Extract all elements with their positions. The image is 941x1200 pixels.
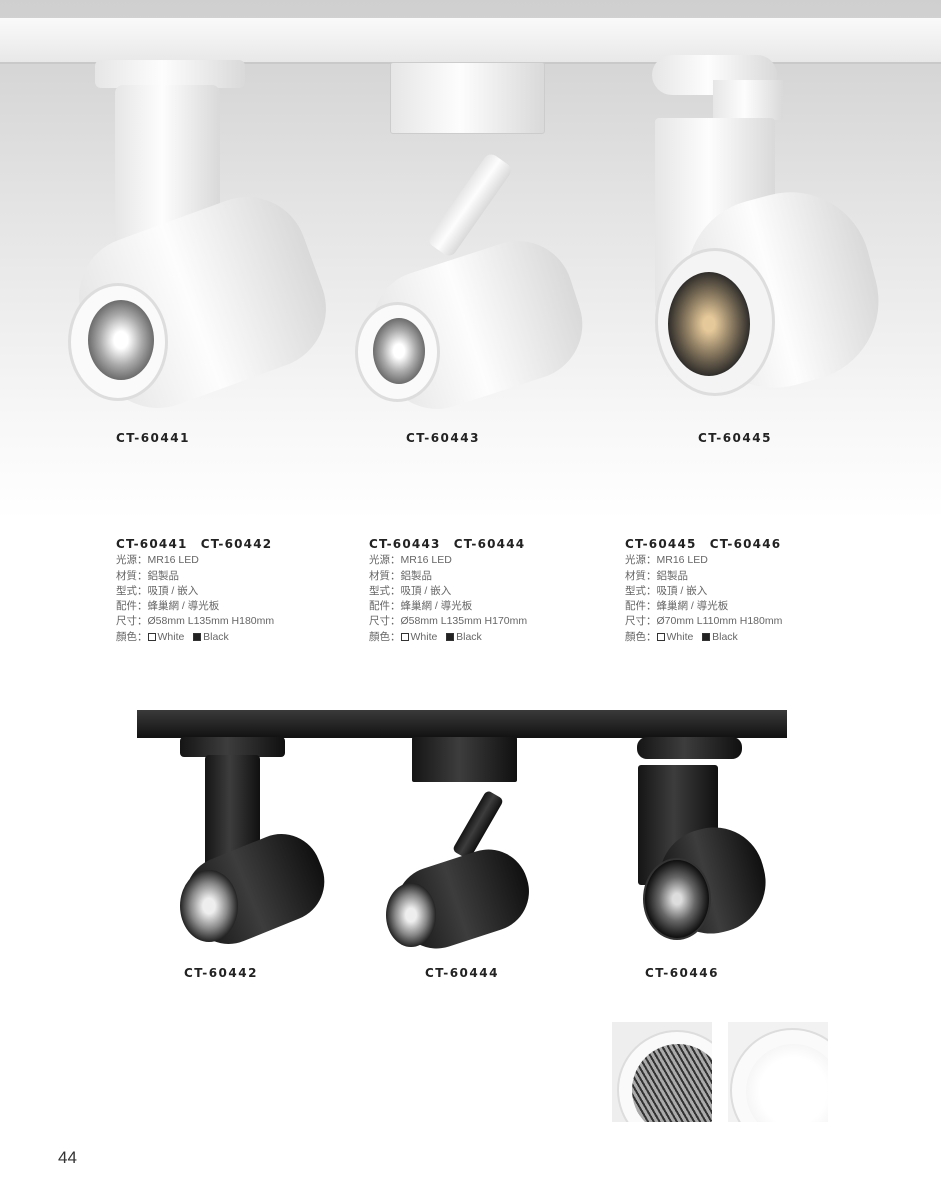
spec-title: CT-60445 CT-60446 — [625, 537, 782, 551]
product-label-top-2: CT-60443 — [406, 431, 480, 445]
color-white: White — [410, 630, 438, 643]
color-black: Black — [456, 630, 482, 643]
light-guide-plate-accessory-image — [728, 1022, 828, 1122]
spec-light: 光源：MR16 LED — [116, 554, 199, 567]
white-track-rail — [0, 18, 941, 64]
spec-color: 顏色： White Black — [625, 630, 782, 645]
color-label: 顏色： — [369, 630, 401, 643]
spec-material: 材質：鋁製品 — [625, 569, 688, 582]
black-track-rail — [137, 710, 787, 738]
spec-type: 型式：吸頂 / 嵌入 — [116, 584, 199, 597]
spec-title: CT-60441 CT-60442 — [116, 537, 273, 551]
spec-block-3: CT-60445 CT-60446 光源：MR16 LED 材質：鋁製品 型式：… — [625, 537, 782, 645]
spec-size: 尺寸：Ø58mm L135mm H180mm — [116, 615, 275, 628]
spec-color: 顏色： White Black — [369, 630, 527, 645]
spec-accessory: 配件：蜂巢網 / 導光板 — [625, 600, 729, 613]
spec-accessory: 配件：蜂巢網 / 導光板 — [116, 600, 220, 613]
spec-material: 材質：鋁製品 — [369, 569, 432, 582]
spec-type: 型式：吸頂 / 嵌入 — [369, 584, 452, 597]
spec-block-2: CT-60443 CT-60444 光源：MR16 LED 材質：鋁製品 型式：… — [369, 537, 527, 645]
black-swatch-icon — [446, 632, 455, 641]
spec-block-1: CT-60441 CT-60442 光源：MR16 LED 材質：鋁製品 型式：… — [116, 537, 274, 645]
color-white: White — [157, 630, 185, 643]
spec-light: 光源：MR16 LED — [625, 554, 708, 567]
product-label-bottom-3: CT-60446 — [645, 966, 719, 980]
spec-accessory: 配件：蜂巢網 / 導光板 — [369, 600, 473, 613]
product-label-top-1: CT-60441 — [116, 431, 190, 445]
page-number: 44 — [58, 1148, 77, 1167]
product-label-top-3: CT-60445 — [698, 431, 772, 445]
spec-size: 尺寸：Ø58mm L135mm H170mm — [369, 615, 528, 628]
product-label-bottom-2: CT-60444 — [425, 966, 499, 980]
spec-type: 型式：吸頂 / 嵌入 — [625, 584, 708, 597]
spec-size: 尺寸：Ø70mm L110mm H180mm — [625, 615, 783, 628]
color-label: 顏色： — [625, 630, 657, 643]
honeycomb-mesh-accessory-image — [612, 1022, 712, 1122]
black-swatch-icon — [193, 632, 202, 641]
color-white: White — [666, 630, 694, 643]
black-swatch-icon — [702, 632, 711, 641]
spec-title: CT-60443 CT-60444 — [369, 537, 526, 551]
color-label: 顏色： — [116, 630, 148, 643]
spec-material: 材質：鋁製品 — [116, 569, 179, 582]
spec-color: 顏色： White Black — [116, 630, 274, 645]
product-label-bottom-1: CT-60442 — [184, 966, 258, 980]
color-black: Black — [203, 630, 229, 643]
spec-light: 光源：MR16 LED — [369, 554, 452, 567]
white-swatch-icon — [400, 632, 409, 641]
white-swatch-icon — [656, 632, 665, 641]
color-black: Black — [712, 630, 738, 643]
white-swatch-icon — [147, 632, 156, 641]
